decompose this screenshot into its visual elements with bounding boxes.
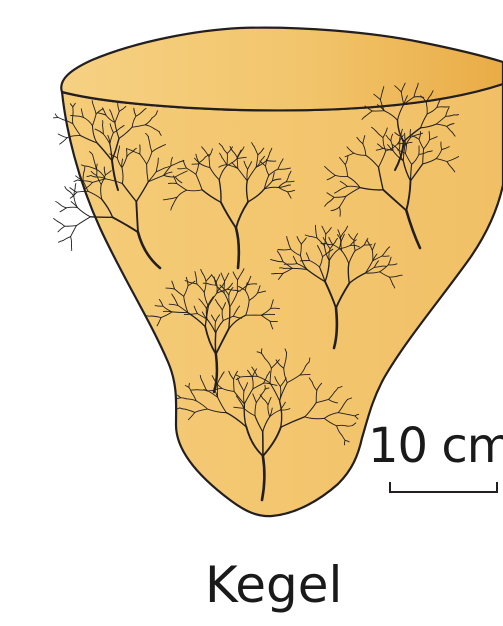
canal-branch bbox=[56, 202, 60, 204]
canal-branch bbox=[63, 237, 71, 241]
canal-branch bbox=[271, 308, 280, 309]
canal-branch bbox=[240, 377, 246, 378]
canal-branch bbox=[59, 204, 66, 208]
canal-branch bbox=[78, 208, 91, 217]
canal-branch bbox=[75, 184, 76, 189]
canal-branch bbox=[71, 202, 77, 208]
canal-branch bbox=[60, 138, 67, 144]
canal-branch bbox=[71, 226, 77, 237]
canal-branch bbox=[429, 131, 430, 139]
canal-branch bbox=[54, 219, 58, 222]
canal-branch bbox=[74, 180, 78, 182]
canal-branch bbox=[58, 134, 67, 138]
canal-branch bbox=[59, 241, 63, 243]
canal-branch bbox=[71, 237, 72, 246]
cone-opening bbox=[61, 28, 503, 111]
canal-branch bbox=[286, 353, 287, 359]
canal-branch bbox=[57, 221, 64, 226]
canal-branch bbox=[58, 226, 65, 232]
canal-branch bbox=[68, 190, 74, 196]
canal-branch bbox=[234, 379, 235, 391]
canal-branch bbox=[189, 383, 190, 387]
canal-branch bbox=[65, 226, 77, 227]
canal-branch bbox=[58, 117, 63, 119]
scale-bar bbox=[390, 482, 497, 492]
scale-bar-label: 10 cm bbox=[368, 418, 503, 474]
canal-branch bbox=[65, 187, 68, 191]
canal-branch bbox=[70, 188, 77, 193]
canal-branch bbox=[405, 138, 406, 146]
canal-branch bbox=[90, 217, 112, 218]
canal-branch bbox=[208, 391, 213, 392]
canal-branch bbox=[73, 113, 74, 124]
canal-branch bbox=[224, 281, 225, 293]
canal-branch bbox=[67, 207, 78, 208]
canal-branch bbox=[215, 333, 216, 354]
canal-branch bbox=[192, 164, 200, 165]
canal-branch bbox=[76, 217, 90, 226]
canal-branch bbox=[60, 208, 67, 212]
figure-caption: Kegel bbox=[205, 556, 342, 614]
canal-branch bbox=[55, 114, 58, 118]
